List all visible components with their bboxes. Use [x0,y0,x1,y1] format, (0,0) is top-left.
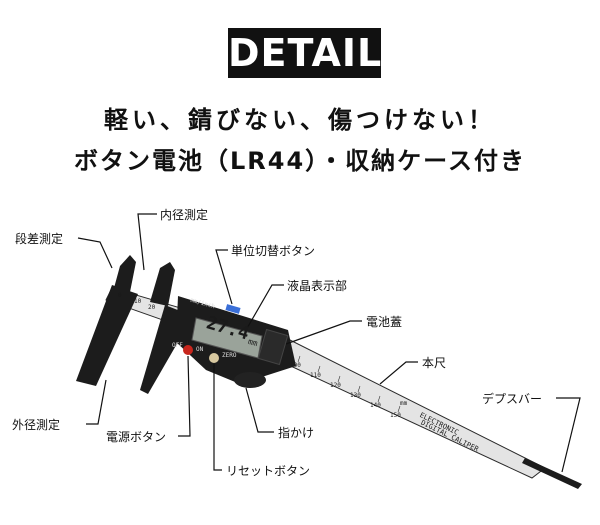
leader-main-scale [379,361,418,385]
scale-unit: mm [400,400,408,407]
leader-depth-bar [556,397,581,473]
scale-top-10: 10 [134,298,142,305]
scale-120: 120 [330,382,341,389]
leader-reset [213,364,222,471]
fixed-jaw-inner [114,255,136,292]
thumb-grip [234,372,266,388]
label-battery-cover: 電池蓋 [366,315,403,329]
headline-accessories: ボタン電池（LR44）・収納ケース付き [74,147,526,175]
fixed-jaw-outer [76,285,138,386]
leader-thumb [245,387,274,433]
scale-top-20: 20 [148,304,156,311]
scale-140: 140 [370,402,381,409]
leader-lcd [245,284,284,331]
zero-key-label: ZERO [222,352,237,359]
depth-bar [522,458,582,489]
leader-step [77,237,113,269]
label-power-button: 電源ボタン [106,430,167,444]
label-reset-button: リセットボタン [226,464,311,478]
unit-switch-key[interactable] [225,304,241,314]
label-outer: 外径測定 [12,418,61,432]
scale-100: 100 [290,362,301,369]
label-inner: 内径測定 [160,208,209,222]
label-lcd: 液晶表示部 [287,279,348,293]
battery-cover [257,328,289,366]
label-depth-bar: デプスバー [482,392,543,406]
title-band: DETAIL [228,28,381,78]
label-step: 段差測定 [15,232,64,246]
zero-key[interactable] [209,353,219,363]
label-unit-button: 単位切替ボタン [231,244,316,258]
leader-lines [77,213,581,473]
power-key[interactable] [183,345,193,355]
label-thumb: 指かけ [278,426,315,440]
scale-150: 150 [390,412,401,419]
leader-unit-button [215,249,233,305]
leader-power [178,355,191,437]
leader-inner [137,213,157,271]
leader-outer [86,379,107,425]
moving-jaw-inner [150,262,175,306]
scale-130: 130 [350,392,361,399]
off-key-label: OFF [172,342,183,349]
scale-ticks [297,355,401,413]
label-main-scale: 本尺 [422,356,447,370]
scale-110: 110 [310,372,321,379]
scale-top-0: 0 [118,292,122,299]
headline-features: 軽い、錆びない、傷つけない！ [104,106,496,134]
on-key-label: ON [196,346,204,353]
page-title: DETAIL [228,31,383,75]
leader-battery [285,320,362,345]
